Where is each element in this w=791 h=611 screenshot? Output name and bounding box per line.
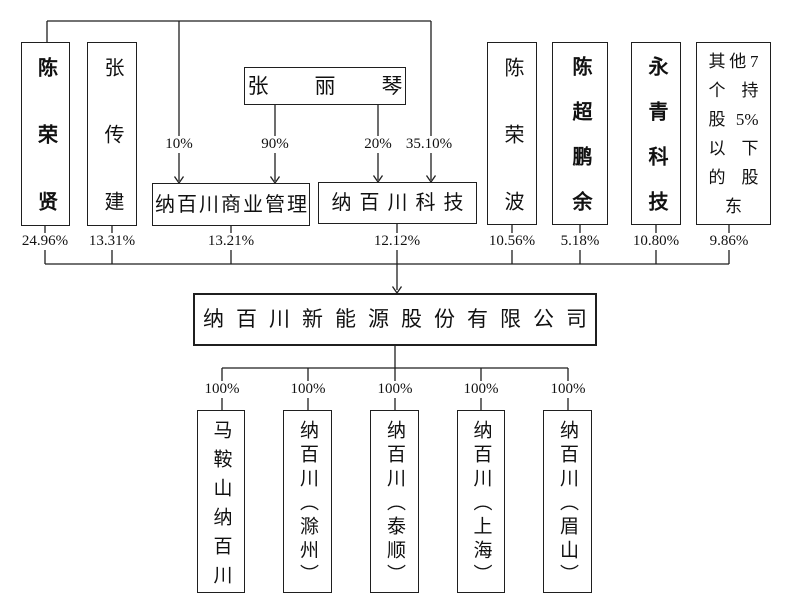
shareholder-name: 陈超鹏余 (569, 56, 591, 236)
shareholder-box-nabaichuan-keji: 纳百川科技 (318, 182, 477, 224)
subsidiary-ownership-label: 100% (201, 381, 243, 398)
ownership-label: 12.12% (370, 233, 424, 250)
edge-label-90pct: 90% (258, 136, 292, 153)
edge-label-20pct: 20% (361, 136, 395, 153)
shareholder-name: 其他7个持股5%以下的股东 (708, 51, 759, 216)
shareholder-box-nabaichuan-shangye: 纳百川商业管理 (152, 183, 310, 226)
subsidiary-ownership-label: 100% (460, 381, 502, 398)
subsidiary-ownership-label: 100% (287, 381, 329, 398)
edge-label-10pct: 10% (162, 136, 196, 153)
edge-label-35-10pct: 35.10% (402, 136, 456, 153)
subsidiary-box-taishun: 纳百川（泰顺） (370, 410, 419, 593)
subsidiary-box-chuzhou: 纳百川（滁州） (283, 410, 332, 593)
subsidiary-box-maanshan: 马鞍山纳百川 (197, 410, 245, 594)
shareholder-box-chen-rongbo: 陈荣波 (487, 42, 537, 258)
subsidiary-box-meishan: 纳百川（眉山） (543, 410, 592, 593)
ownership-label: 10.80% (629, 233, 683, 250)
subsidiary-bus-line (222, 346, 568, 369)
subsidiary-name: 马鞍山纳百川 (210, 419, 232, 594)
company-name: 纳百川新能源股份有限公司 (203, 307, 599, 331)
owner-name: 张丽琴 (247, 73, 449, 98)
shareholder-box-chen-rongxian: 陈荣贤 (21, 42, 70, 258)
subsidiary-name: 纳百川（滁州） (297, 420, 318, 588)
ownership-label: 24.96% (18, 233, 72, 250)
shareholder-box-yongqing-keji: 永青科技 (631, 42, 681, 236)
ownership-label: 13.21% (204, 233, 258, 250)
shareholder-name: 张传建 (101, 57, 123, 258)
ownership-label: 10.56% (485, 233, 539, 250)
shareholder-name: 永青科技 (645, 56, 667, 236)
ownership-label: 5.18% (557, 233, 603, 250)
shareholder-name: 陈荣贤 (34, 57, 57, 258)
company-box: 纳百川新能源股份有限公司 (193, 293, 597, 346)
ownership-label: 13.31% (85, 233, 139, 250)
subsidiary-ownership-label: 100% (374, 381, 416, 398)
subsidiary-name: 纳百川（眉山） (557, 420, 578, 588)
owner-box-zhang-liqin: 张丽琴 (244, 67, 406, 105)
shareholder-box-chen-chaopengyu: 陈超鹏余 (552, 42, 608, 236)
shareholder-name: 纳百川科技 (331, 192, 472, 214)
subsidiary-box-shanghai: 纳百川（上海） (457, 410, 505, 593)
shareholder-name: 陈荣波 (501, 56, 523, 258)
subsidiary-name: 纳百川（泰顺） (384, 420, 405, 588)
shareholder-box-zhang-chuanjian: 张传建 (87, 42, 137, 258)
top-bus-line (46, 20, 432, 181)
subsidiary-name: 纳百川（上海） (470, 420, 492, 588)
subsidiary-ownership-label: 100% (547, 381, 589, 398)
ownership-label: 9.86% (706, 233, 752, 250)
shareholder-box-other-holders: 其他7个持股5%以下的股东 (696, 42, 771, 225)
shareholder-name: 纳百川商业管理 (155, 193, 309, 216)
